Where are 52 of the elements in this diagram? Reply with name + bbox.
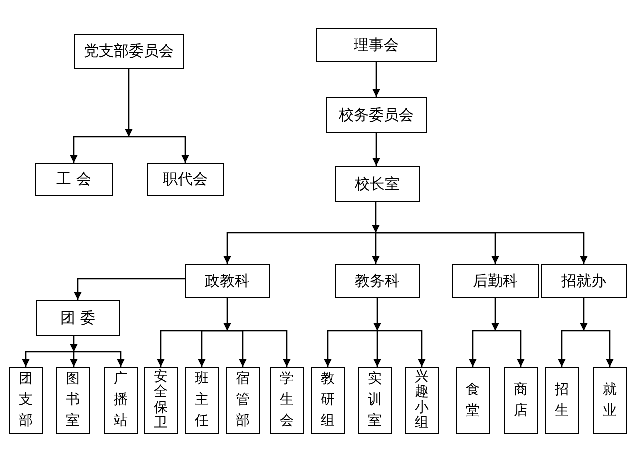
arrow [125,69,133,137]
org-box: 宿管部 [226,367,260,434]
org-box: 校务委员会 [326,97,427,133]
arrow [469,330,496,367]
org-box: 党支部委员会 [74,34,184,69]
arrow [558,330,584,367]
arrow [580,298,588,331]
org-box: 理事会 [316,28,437,62]
org-box: 招生 [545,367,579,434]
org-box: 校长室 [335,166,420,202]
org-box: 政教科 [185,264,270,298]
org-box: 安全保卫 [144,367,178,434]
arrow [376,232,588,264]
arrow [374,331,382,367]
arrow [372,62,380,97]
org-box: 后勤科 [452,264,539,298]
arrow [584,330,614,367]
arrow [374,298,382,331]
org-box: 班主任 [185,367,219,434]
arrow [224,298,232,331]
arrow [372,233,380,264]
arrow [70,136,129,163]
arrow [224,232,376,264]
arrow [378,330,426,367]
arrow [372,133,380,166]
org-box: 广播站 [104,367,138,434]
arrow [74,278,185,300]
org-box: 工 会 [35,163,113,196]
org-box: 招就办 [541,264,627,298]
arrow [129,136,190,163]
org-box: 图书室 [56,367,90,434]
arrow [198,330,228,367]
org-box: 团支部 [9,367,43,434]
org-box: 团 委 [36,300,120,336]
arrow [70,336,78,352]
org-box: 职代会 [147,163,224,196]
org-box: 学生会 [270,367,304,434]
arrow [70,352,78,367]
org-box: 食堂 [456,367,490,434]
org-box: 就业 [593,367,627,434]
org-box: 商店 [504,367,538,434]
org-box: 教务科 [335,264,420,298]
arrow [492,298,500,331]
arrow [496,330,525,367]
org-box: 教研组 [311,367,345,434]
arrow [74,351,125,367]
org-box: 实训室 [358,367,392,434]
arrow [228,330,291,367]
org-box: 兴趣小组 [405,367,439,434]
arrow [324,330,378,367]
arrow [372,202,380,233]
arrow [22,351,74,367]
